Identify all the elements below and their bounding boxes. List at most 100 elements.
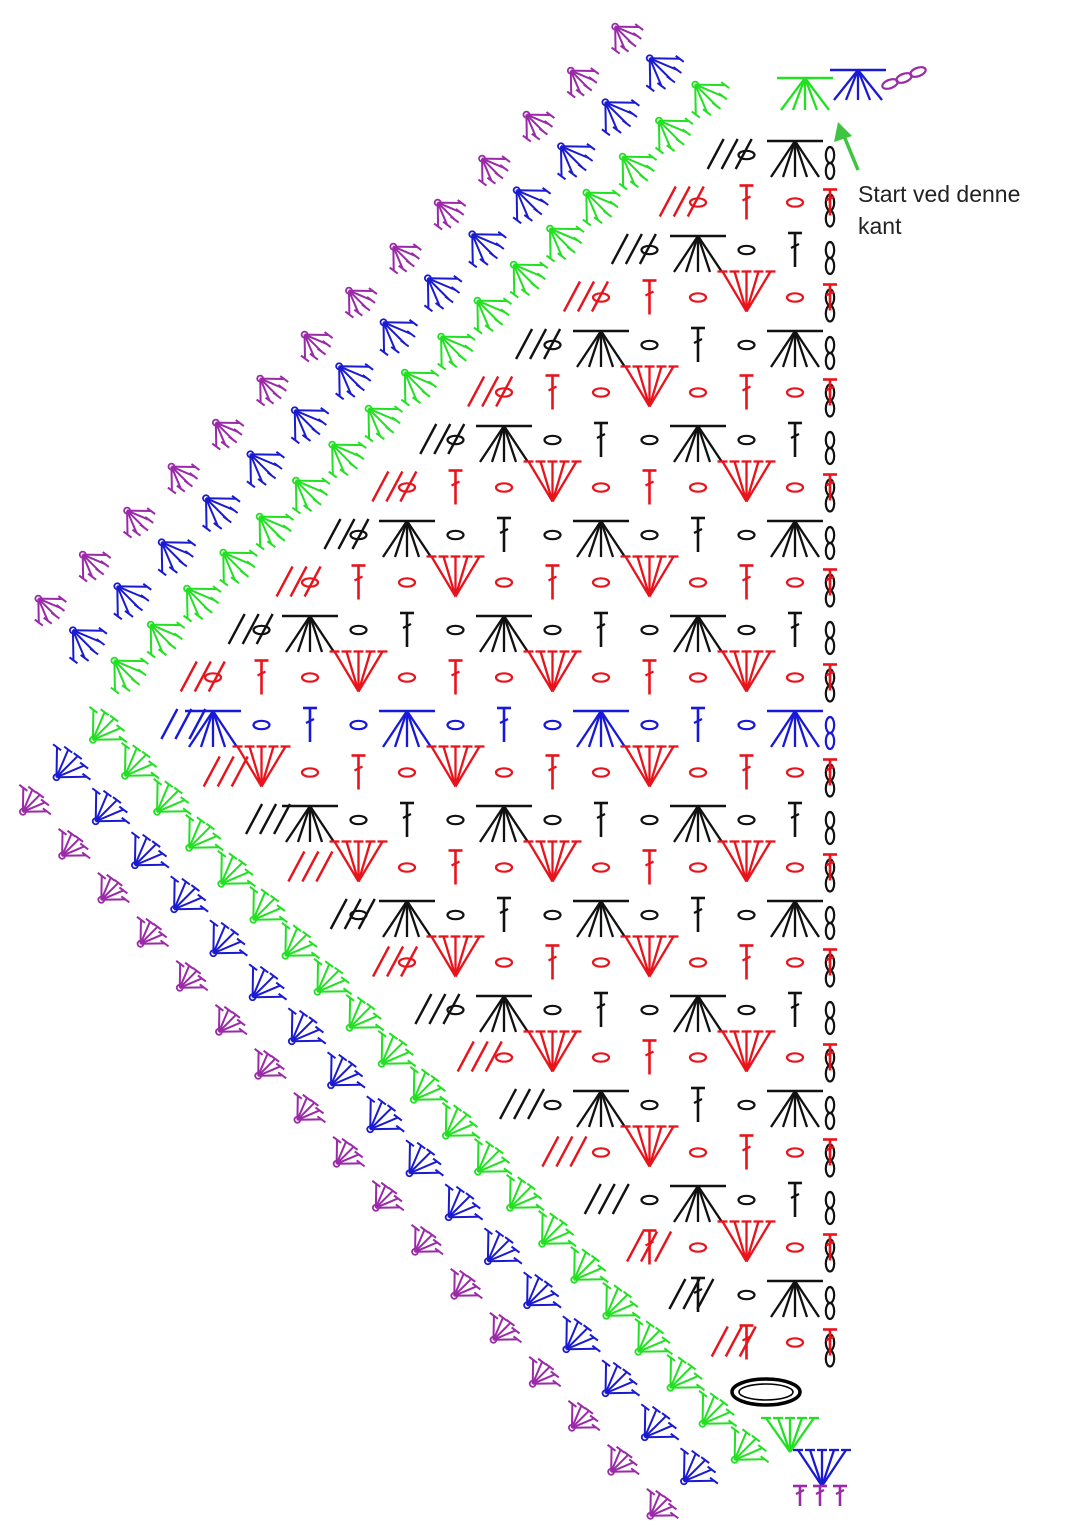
shell-leg (698, 1186, 722, 1222)
green-scallop (218, 851, 255, 887)
green-scallop (256, 514, 293, 550)
fan-stitch-top (174, 633, 182, 639)
fan-stitch (478, 1151, 499, 1172)
fan-stitch-top (534, 208, 542, 214)
fan-stitch (384, 322, 414, 323)
fan-stitch (703, 1423, 733, 1424)
green-scallop (410, 1067, 447, 1103)
fan-stitch (478, 1142, 479, 1172)
green-scallop (731, 1427, 768, 1463)
fan-stitch (125, 746, 126, 776)
fan-stitch (206, 498, 207, 528)
fan-stitch (332, 445, 333, 475)
shell-leg (747, 1032, 771, 1072)
fan-stitch (56, 747, 57, 777)
fan-stitch (135, 835, 136, 865)
blue-scallop (641, 1404, 678, 1440)
edge-chain (826, 527, 834, 543)
fan-stitch (135, 844, 156, 865)
shell-leg (638, 1127, 650, 1167)
shell-stitch (670, 996, 726, 1032)
shell-leg (480, 806, 504, 842)
fan-stitch (295, 410, 325, 411)
blue-scallop (131, 832, 168, 868)
shell-leg (747, 462, 771, 502)
shell-leg (504, 806, 528, 842)
shell-stitch (718, 652, 776, 692)
green-scallop (378, 1031, 415, 1067)
double-crochet-stitch (546, 376, 560, 410)
shell-stitch (767, 711, 823, 747)
fan-stitch-top (277, 535, 285, 541)
shell-leg (601, 331, 613, 367)
purple-scallop (59, 829, 91, 859)
chart-row (331, 898, 834, 939)
chain-stitch (302, 673, 318, 681)
double-crochet-stitch (691, 518, 705, 552)
purple-scallop (345, 288, 377, 318)
fan-stitch (93, 710, 94, 740)
fan-stitch-top (356, 453, 364, 459)
shell-leg (674, 616, 698, 652)
fan-stitch-top (318, 419, 326, 425)
fan-stitch-top (496, 243, 504, 249)
chain-stitch (642, 911, 658, 919)
edge-leg (420, 424, 436, 454)
shell-leg (795, 711, 807, 747)
shell-leg (747, 1222, 759, 1262)
shell-stitch (718, 1032, 776, 1072)
shell-leg (805, 78, 829, 110)
fan-stitch (331, 1055, 332, 1085)
chain-stitch (690, 958, 706, 966)
shell-leg (735, 462, 747, 502)
fan-stitch-top (190, 473, 198, 479)
edge-leg (246, 804, 262, 834)
fan-stitch (735, 1459, 765, 1460)
fan-stitch (561, 146, 562, 176)
chain-stitch (739, 1101, 755, 1109)
edge-leg (708, 139, 724, 169)
fan-stitch (650, 58, 651, 88)
fan-stitch (605, 102, 635, 103)
chain-stitch (496, 483, 512, 491)
shell-leg (444, 747, 456, 787)
double-crochet-stitch (594, 803, 608, 837)
edge-chain (826, 622, 834, 638)
shell-leg (638, 557, 650, 597)
shell-leg (781, 78, 805, 110)
fan-stitch (441, 337, 442, 367)
shell-leg (735, 1222, 747, 1262)
shell-leg (783, 331, 795, 367)
chain-stitch (642, 436, 658, 444)
chain-stitch (739, 531, 755, 539)
green-scallop (699, 1391, 736, 1427)
fan-stitch (350, 1007, 371, 1028)
green-scallop (250, 887, 287, 923)
shell-stitch (573, 901, 629, 937)
fan-stitch (606, 1286, 607, 1316)
fan-stitch (96, 821, 126, 822)
double-crochet-stitch (546, 566, 560, 600)
fan-stitch-top (392, 417, 400, 423)
fan-stitch (409, 1143, 410, 1173)
shell-stitch (427, 557, 485, 597)
fan-stitch (189, 847, 219, 848)
double-crochet-stitch (352, 566, 366, 600)
edge-leg (712, 1327, 728, 1357)
chart-row (542, 1127, 837, 1177)
fan-stitch (428, 278, 458, 279)
diagonal-edge-stitch (468, 377, 512, 407)
fan-stitch (292, 1020, 313, 1041)
edge-leg (387, 947, 403, 977)
chain-stitch (690, 1148, 706, 1156)
double-crochet-stitch (449, 851, 463, 885)
fan-stitch-top (51, 613, 59, 619)
chain-stitch (787, 578, 803, 586)
chain-stitch (787, 1243, 803, 1251)
shell-leg (601, 901, 613, 937)
fan-stitch (414, 1070, 415, 1100)
edge-chain (826, 733, 834, 749)
shell-leg (747, 272, 771, 312)
fan-stitch (223, 553, 253, 554)
fan-stitch (488, 1231, 489, 1261)
